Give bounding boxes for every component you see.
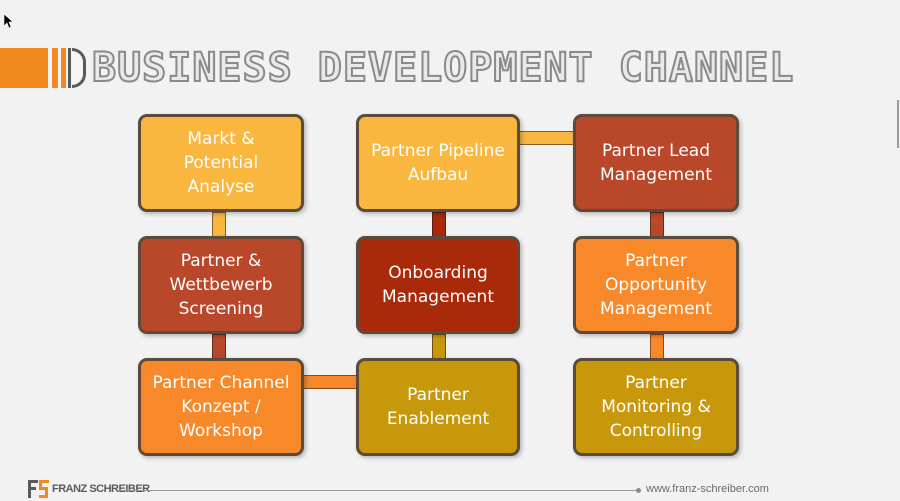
header-stripe-1 bbox=[52, 48, 58, 88]
connector-markt-wettbewerb bbox=[212, 212, 226, 238]
header-stripe-2 bbox=[61, 48, 66, 88]
box-partner-lead-management: Partner Lead Management bbox=[573, 114, 739, 212]
connector-enablement-onboarding bbox=[432, 334, 446, 360]
connector-pipeline-lead bbox=[518, 131, 576, 145]
header-accent-bar bbox=[0, 48, 48, 88]
connector-onboarding-pipeline bbox=[432, 212, 446, 238]
header-end-cap bbox=[72, 48, 86, 88]
mouse-cursor-icon bbox=[4, 14, 14, 28]
box-partner-channel-konzept-workshop: Partner Channel Konzept / Workshop bbox=[138, 358, 304, 456]
footer-logo-text: FRANZ SCHREIBER bbox=[52, 483, 150, 495]
box-partner-enablement: Partner Enablement bbox=[356, 358, 520, 456]
footer-logo: FRANZ SCHREIBER bbox=[28, 480, 150, 498]
footer-url[interactable]: www.franz-schreiber.com bbox=[646, 483, 769, 495]
box-partner-wettbewerb-screening: Partner & Wettbewerb Screening bbox=[138, 236, 304, 334]
box-partner-pipeline-aufbau: Partner Pipeline Aufbau bbox=[356, 114, 520, 212]
edge-marker bbox=[897, 100, 899, 148]
footer-bullet bbox=[636, 488, 641, 493]
connector-channel-enablement bbox=[302, 375, 358, 389]
footer-divider bbox=[118, 490, 638, 491]
page-title: BUSINESS DEVELOPMENT CHANNEL bbox=[91, 45, 795, 91]
connector-lead-opportunity bbox=[650, 212, 664, 238]
header-stripe-3 bbox=[68, 48, 71, 88]
connector-wettbewerb-channel bbox=[212, 334, 226, 360]
franz-schreiber-logo-icon bbox=[28, 480, 49, 498]
box-partner-monitoring-controlling: Partner Monitoring & Controlling bbox=[573, 358, 739, 456]
box-onboarding-management: Onboarding Management bbox=[356, 236, 520, 334]
box-markt-potential-analyse: Markt & Potential Analyse bbox=[138, 114, 304, 212]
box-partner-opportunity-management: Partner Opportunity Management bbox=[573, 236, 739, 334]
connector-opportunity-monitoring bbox=[650, 334, 664, 360]
